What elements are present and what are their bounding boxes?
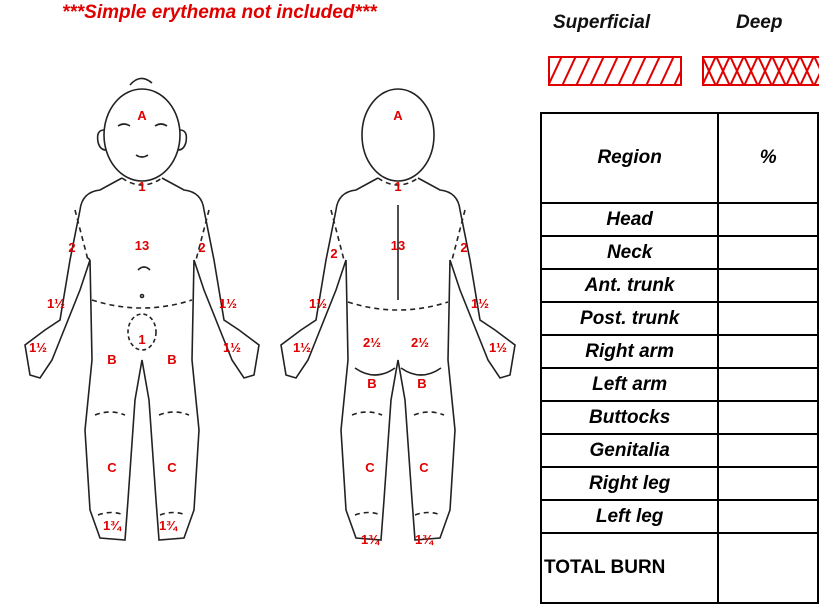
region-header: Region (541, 113, 718, 203)
back-label-hand-r: 1½ (293, 340, 311, 355)
back-label-buttock-l: 2½ (411, 335, 429, 350)
front-label-forearm-l: 1½ (219, 296, 237, 311)
back-label-foot-l: 1¾ (415, 532, 434, 547)
front-label-leg-r: C (107, 460, 117, 475)
front-label-thigh-l: B (167, 352, 176, 367)
burn-region-table: Region % Head Neck Ant. trunk Post. trun… (540, 112, 819, 604)
region-buttocks: Buttocks (541, 401, 718, 434)
front-label-hand-r: 1½ (29, 340, 47, 355)
back-label-upper-arm-r: 2 (330, 246, 337, 261)
back-label-leg-l: C (419, 460, 429, 475)
back-label-trunk: 13 (391, 238, 405, 253)
front-label-hand-l: 1½ (223, 340, 241, 355)
back-label-buttock-r: 2½ (363, 335, 381, 350)
back-label-forearm-r: 1½ (309, 296, 327, 311)
percent-left-arm-cell[interactable] (718, 368, 818, 401)
percent-left-leg-cell[interactable] (718, 500, 818, 533)
percent-post-trunk-cell[interactable] (718, 302, 818, 335)
front-label-trunk: 13 (135, 238, 149, 253)
percent-total-cell[interactable] (718, 533, 818, 603)
region-right-arm: Right arm (541, 335, 718, 368)
erythema-warning: ***Simple erythema not included*** (62, 2, 377, 24)
percent-genitalia-cell[interactable] (718, 434, 818, 467)
total-burn-label: TOTAL BURN (541, 533, 718, 603)
front-label-upper-arm-r: 2 (68, 240, 75, 255)
back-label-thigh-l: B (417, 376, 426, 391)
front-label-foot-l: 1¾ (159, 518, 178, 533)
back-label-thigh-r: B (367, 376, 376, 391)
region-head: Head (541, 203, 718, 236)
back-label-leg-r: C (365, 460, 375, 475)
percent-buttocks-cell[interactable] (718, 401, 818, 434)
legend-superficial-label: Superficial (553, 12, 650, 34)
percent-header: % (718, 113, 818, 203)
region-genitalia: Genitalia (541, 434, 718, 467)
superficial-swatch (548, 56, 682, 86)
region-ant-trunk: Ant. trunk (541, 269, 718, 302)
percent-ant-trunk-cell[interactable] (718, 269, 818, 302)
body-diagram: A 1 13 2 2 1½ 1½ 1½ 1½ 1 B B C C 1¾ 1¾ A… (0, 60, 530, 560)
percent-neck-cell[interactable] (718, 236, 818, 269)
front-label-head: A (137, 108, 147, 123)
back-label-neck: 1 (394, 179, 401, 194)
front-label-leg-l: C (167, 460, 177, 475)
front-label-genitalia: 1 (138, 332, 145, 347)
region-post-trunk: Post. trunk (541, 302, 718, 335)
back-label-upper-arm-l: 2 (460, 240, 467, 255)
back-label-head: A (393, 108, 403, 123)
percent-head-cell[interactable] (718, 203, 818, 236)
percent-right-leg-cell[interactable] (718, 467, 818, 500)
front-label-foot-r: 1¾ (103, 518, 122, 533)
deep-swatch (702, 56, 819, 86)
region-neck: Neck (541, 236, 718, 269)
region-right-leg: Right leg (541, 467, 718, 500)
front-label-forearm-r: 1½ (47, 296, 65, 311)
percent-right-arm-cell[interactable] (718, 335, 818, 368)
region-left-leg: Left leg (541, 500, 718, 533)
front-label-upper-arm-l: 2 (198, 240, 205, 255)
back-label-hand-l: 1½ (489, 340, 507, 355)
back-figure (281, 89, 515, 540)
back-label-forearm-l: 1½ (471, 296, 489, 311)
front-label-thigh-r: B (107, 352, 116, 367)
legend-deep-label: Deep (736, 12, 782, 34)
back-label-foot-r: 1¾ (361, 532, 380, 547)
region-left-arm: Left arm (541, 368, 718, 401)
front-label-neck: 1 (138, 179, 145, 194)
